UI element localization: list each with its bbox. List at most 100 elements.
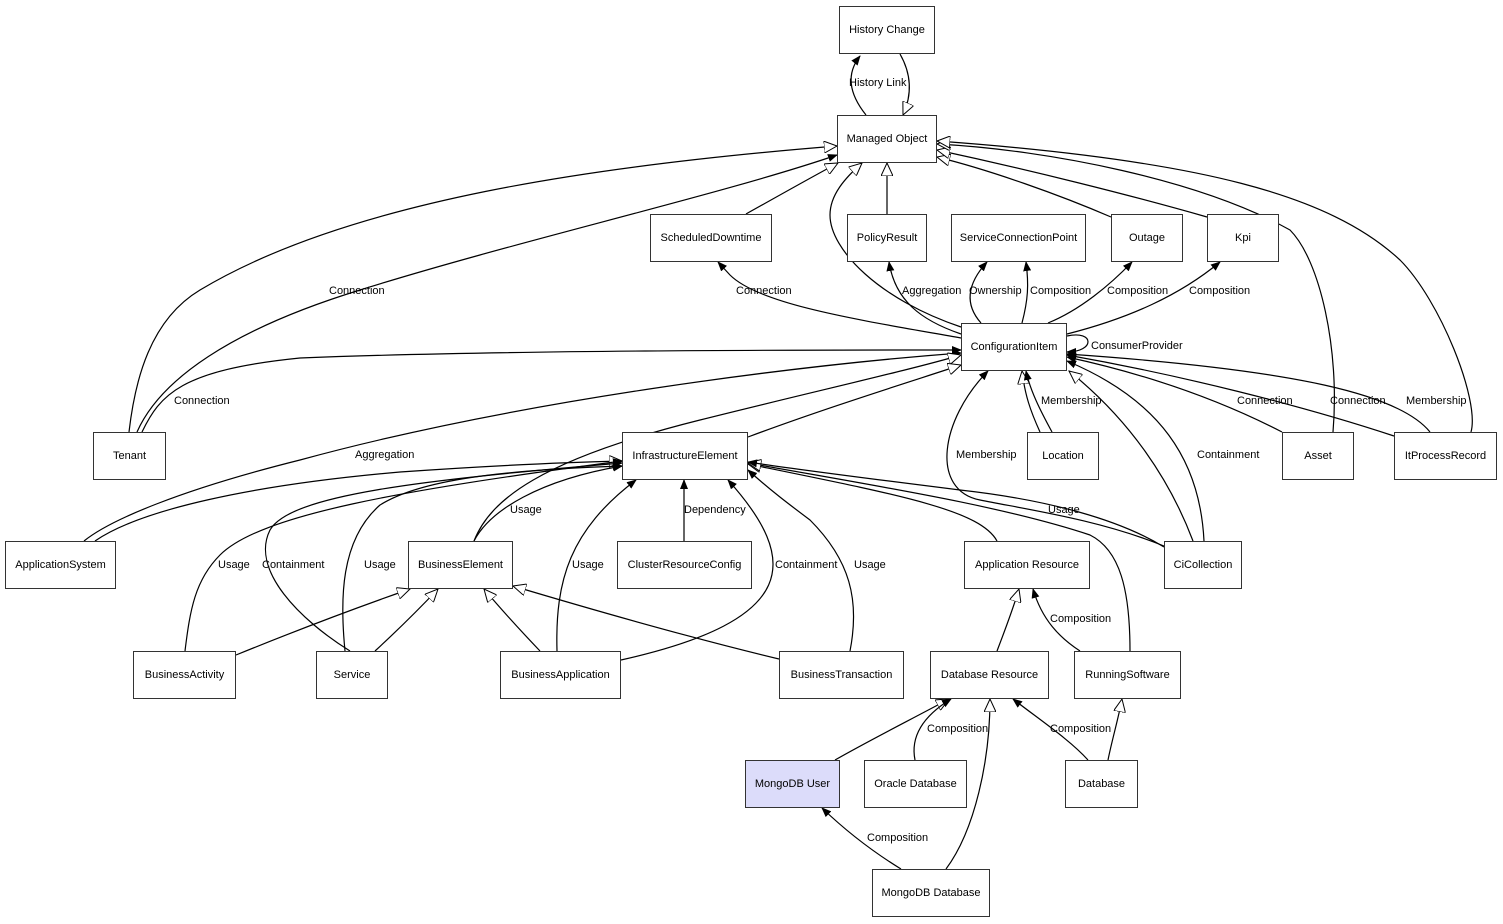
edge-label-tenant-managed-connection: Connection	[329, 285, 385, 297]
node-running-software[interactable]: RunningSoftware	[1074, 651, 1181, 699]
edge-database-to-running-software	[1107, 699, 1122, 761]
edge-running-software-to-application-resource	[1031, 588, 1081, 652]
edge-label-ci-kpi-composition: Composition	[1189, 285, 1251, 297]
node-history-change[interactable]: History Change	[839, 6, 935, 54]
edge-label-belement-usage: Usage	[510, 504, 542, 516]
node-label: ApplicationSystem	[15, 559, 106, 571]
node-business-application[interactable]: BusinessApplication	[500, 651, 621, 699]
edge-it-process-record-to-configuration-item	[1066, 350, 1431, 433]
edge-scheduled-downtime-to-managed-object	[745, 163, 838, 215]
edge-application-system-to-infrastructure-element	[94, 461, 622, 542]
edge-configuration-item-to-policy-result	[886, 261, 962, 335]
node-oracle-database[interactable]: Oracle Database	[864, 760, 967, 808]
node-it-process-record[interactable]: ItProcessRecord	[1394, 432, 1497, 480]
edge-ci-collection-to-configuration-item	[1066, 360, 1205, 542]
edge-service-to-business-element	[374, 589, 438, 652]
edge-ci-collection-to-configuration-item	[946, 370, 1165, 547]
edge-application-system-to-configuration-item	[83, 349, 962, 542]
edge-label-bapp-containment: Containment	[775, 559, 838, 571]
edge-label-ci-scp-composition: Composition	[1030, 285, 1092, 297]
edge-business-application-to-business-element	[484, 589, 541, 652]
node-label: MongoDB Database	[881, 887, 981, 899]
node-business-element[interactable]: BusinessElement	[408, 541, 513, 589]
node-infrastructure-element[interactable]: InfrastructureElement	[622, 432, 748, 480]
node-tenant[interactable]: Tenant	[93, 432, 166, 480]
edge-label-appsys-ci-aggregation: Aggregation	[355, 449, 415, 461]
edge-business-transaction-to-infrastructure-element	[747, 469, 855, 652]
node-database-resource[interactable]: Database Resource	[930, 651, 1049, 699]
edge-location-to-configuration-item	[1022, 371, 1041, 433]
edge-mongodb-user-to-database-resource	[834, 699, 949, 761]
node-kpi[interactable]: Kpi	[1207, 214, 1279, 262]
node-business-activity[interactable]: BusinessActivity	[133, 651, 236, 699]
edge-it-process-record-to-configuration-item	[1066, 352, 1395, 437]
node-outage[interactable]: Outage	[1111, 214, 1183, 262]
edge-label-service-containment: Containment	[262, 559, 325, 571]
node-label: ScheduledDowntime	[660, 232, 762, 244]
edge-business-element-to-configuration-item	[473, 355, 961, 542]
edge-service-to-infrastructure-element	[342, 462, 623, 652]
edge-configuration-item-to-configuration-item	[1066, 334, 1089, 356]
node-configuration-item[interactable]: ConfigurationItem	[961, 323, 1067, 371]
node-label: ItProcessRecord	[1404, 450, 1487, 462]
edge-label-consumer-provider: ConsumerProvider	[1091, 340, 1183, 352]
edge-label-itpr-membership: Membership	[1406, 395, 1467, 407]
edge-tenant-to-managed-object	[136, 154, 838, 433]
node-location[interactable]: Location	[1027, 432, 1099, 480]
node-policy-result[interactable]: PolicyResult	[847, 214, 927, 262]
edge-label-itpr-connection: Connection	[1330, 395, 1386, 407]
node-label: Outage	[1128, 232, 1166, 244]
edge-ci-collection-to-configuration-item	[1069, 371, 1194, 542]
node-label: BusinessActivity	[144, 669, 225, 681]
edge-tenant-to-configuration-item	[141, 346, 962, 433]
edge-database-resource-to-application-resource	[996, 589, 1019, 652]
node-cluster-resource-config[interactable]: ClusterResourceConfig	[617, 541, 752, 589]
edge-label-ci-policy-aggregation: Aggregation	[902, 285, 962, 297]
node-label: Kpi	[1235, 232, 1251, 244]
node-service-connection-point[interactable]: ServiceConnectionPoint	[951, 214, 1086, 262]
node-asset[interactable]: Asset	[1282, 432, 1354, 480]
edge-mongodb-database-to-database-resource	[945, 699, 990, 870]
node-application-system[interactable]: ApplicationSystem	[5, 541, 116, 589]
edge-configuration-item-to-service-connection-point	[969, 261, 988, 324]
node-database[interactable]: Database	[1065, 760, 1138, 808]
edge-label-rs-appres-composition: Composition	[1050, 613, 1112, 625]
edge-label-mongodb-composition: Composition	[867, 832, 929, 844]
edge-business-activity-to-business-element	[235, 589, 410, 656]
node-mongodb-database[interactable]: MongoDB Database	[872, 869, 990, 917]
node-business-transaction[interactable]: BusinessTransaction	[779, 651, 904, 699]
edge-kpi-to-managed-object	[937, 150, 1208, 218]
edge-configuration-item-to-outage	[1047, 261, 1133, 324]
node-label: Database Resource	[940, 669, 1039, 681]
edge-location-to-configuration-item	[1023, 370, 1053, 433]
edge-business-application-to-infrastructure-element	[556, 479, 637, 652]
node-label: BusinessElement	[418, 559, 503, 571]
edge-configuration-item-to-scheduled-downtime	[717, 261, 962, 339]
edge-infrastructure-element-to-configuration-item	[747, 365, 961, 438]
node-scheduled-downtime[interactable]: ScheduledDowntime	[650, 214, 772, 262]
node-service[interactable]: Service	[316, 651, 388, 699]
node-managed-object[interactable]: Managed Object	[837, 115, 937, 163]
node-label: InfrastructureElement	[632, 450, 738, 462]
node-mongodb-user[interactable]: MongoDB User	[745, 760, 840, 808]
node-label: MongoDB User	[754, 778, 831, 790]
edge-label-bactivity-usage: Usage	[218, 559, 250, 571]
edge-business-activity-to-infrastructure-element	[184, 458, 623, 652]
edge-it-process-record-to-managed-object	[937, 141, 1473, 433]
node-label: Application Resource	[975, 559, 1079, 571]
edge-label-tenant-ci-connection: Connection	[174, 395, 230, 407]
node-application-resource[interactable]: Application Resource	[964, 541, 1090, 589]
edge-oracle-database-to-database-resource	[913, 698, 952, 761]
edge-label-service-usage: Usage	[364, 559, 396, 571]
node-ci-collection[interactable]: CiCollection	[1164, 541, 1242, 589]
node-label: Tenant	[112, 450, 147, 462]
edge-label-history-link: History Link	[849, 77, 907, 89]
edge-asset-to-configuration-item	[1066, 354, 1283, 433]
node-label: PolicyResult	[856, 232, 918, 244]
edge-label-ci-scp-ownership: Ownership	[969, 285, 1022, 297]
edge-tenant-to-managed-object	[128, 146, 837, 433]
edge-database-to-database-resource	[1012, 698, 1089, 761]
edge-label-cluster-dependency: Dependency	[684, 504, 746, 516]
